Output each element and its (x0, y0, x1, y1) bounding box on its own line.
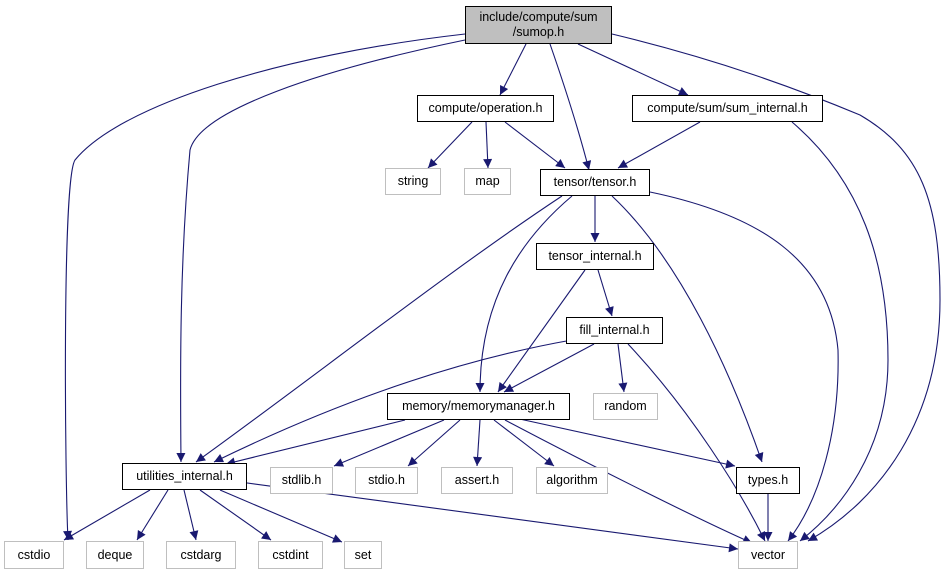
edge-tensor-memorymanager (475, 195, 573, 393)
edge-utilities-set (219, 489, 343, 543)
node-random: random (593, 393, 658, 420)
edge-tensor-internal-memorymanager (497, 269, 586, 393)
edge-utilities-cstdint (199, 489, 272, 541)
edge-utilities-cstdarg (183, 489, 199, 541)
edge-fill-utilities (213, 339, 573, 463)
edge-root-cstdio (63, 33, 466, 541)
edge-root-tensor (549, 43, 592, 171)
node-stdio: stdio.h (355, 467, 418, 494)
edge-memorymanager-algorithm (493, 419, 555, 467)
node-algorithm: algorithm (536, 467, 608, 494)
node-root[interactable]: include/compute/sum /sumop.h (465, 6, 612, 44)
edge-memorymanager-stdio (407, 419, 461, 467)
node-tensor[interactable]: tensor/tensor.h (540, 169, 650, 196)
node-root-line1: include/compute/sum (479, 10, 598, 24)
edge-tensor-internal-fill (597, 269, 614, 317)
node-operation[interactable]: compute/operation.h (417, 95, 554, 122)
edge-tensor-types (611, 195, 764, 463)
edge-fill-memorymanager (503, 343, 595, 393)
node-cstdarg: cstdarg (166, 541, 236, 569)
edge-tensor-vector (649, 191, 839, 542)
node-assert: assert.h (441, 467, 513, 494)
edge-operation-map (483, 121, 493, 169)
edge-root-utilities (176, 39, 466, 463)
node-memorymanager[interactable]: memory/memorymanager.h (387, 393, 570, 420)
node-root-line2: /sumop.h (512, 25, 565, 39)
node-vector: vector (738, 541, 798, 569)
edge-utilities-cstdio (63, 489, 151, 541)
edge-sum-internal-tensor (617, 121, 701, 169)
edge-memorymanager-stdlib (333, 419, 445, 467)
node-map: map (464, 168, 511, 195)
node-sum-internal[interactable]: compute/sum/sum_internal.h (632, 95, 823, 122)
edge-tensor-utilities (195, 195, 563, 463)
edge-utilities-deque (136, 489, 169, 541)
edge-fill-random (617, 343, 628, 393)
node-utilities-internal[interactable]: utilities_internal.h (122, 463, 247, 490)
edge-root-operation (499, 43, 527, 96)
node-deque: deque (86, 541, 144, 569)
edge-operation-string (427, 121, 473, 169)
edge-operation-tensor (504, 121, 566, 169)
node-string: string (385, 168, 441, 195)
edge-root-sum-internal (577, 43, 689, 96)
node-stdlib: stdlib.h (270, 467, 333, 494)
edge-root-vector (611, 33, 941, 542)
node-tensor-internal[interactable]: tensor_internal.h (536, 243, 654, 270)
node-cstdint: cstdint (258, 541, 323, 569)
edge-fill-vector (627, 343, 766, 542)
node-fill-internal[interactable]: fill_internal.h (566, 317, 663, 344)
edge-sum-internal-vector (791, 121, 889, 542)
node-types[interactable]: types.h (736, 467, 800, 494)
node-set: set (344, 541, 382, 569)
edge-memorymanager-utilities (225, 419, 406, 467)
edge-memorymanager-types (514, 417, 736, 469)
node-cstdio: cstdio (4, 541, 64, 569)
edge-memorymanager-vector (504, 419, 753, 544)
edge-memorymanager-assert (473, 419, 483, 467)
